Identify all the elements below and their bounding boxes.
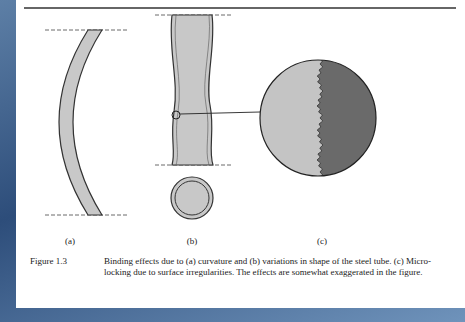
curved-tube (45, 30, 128, 215)
micro-locking-detail (258, 58, 380, 180)
figure-label: Figure 1.3 (30, 256, 67, 267)
irregular-tube (155, 15, 260, 219)
figure-caption: Binding effects due to (a) curvature and… (104, 256, 444, 279)
top-rule (24, 7, 456, 9)
figure-label: (b) (187, 236, 198, 247)
figure-label: (c) (317, 236, 327, 247)
figure-label: (a) (65, 236, 75, 247)
